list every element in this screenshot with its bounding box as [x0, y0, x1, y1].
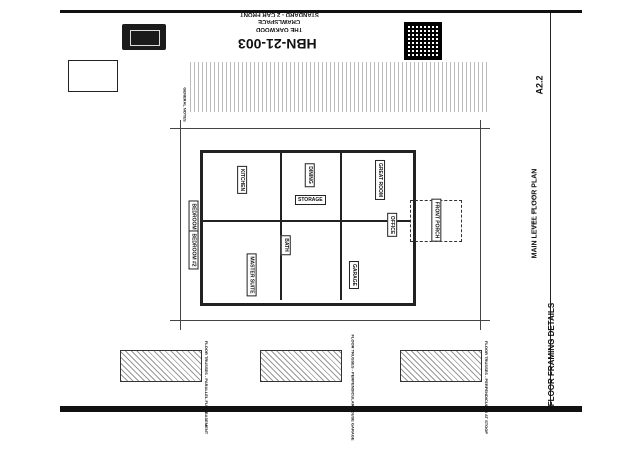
- sheet-bottom-border: [60, 406, 582, 412]
- framing-details: FLOOR TRUSSES - PARALLEL FULL BASEMENT F…: [100, 334, 500, 441]
- general-notes-heading: GENERAL NOTES: [182, 87, 188, 122]
- room-front-porch: FRONT PORCH: [431, 198, 442, 242]
- plan-code: HBN-21-003: [238, 36, 317, 52]
- qr-code: [404, 22, 442, 60]
- detail-2-title: FLOOR TRUSSES - PERPENDICULAR HOUSE GARA…: [350, 334, 356, 441]
- details-title: FLOOR FRAMING DETAILS: [547, 302, 557, 407]
- plan-name: THE OAKWOOD: [256, 26, 303, 32]
- room-kitchen: KITCHEN: [237, 165, 248, 195]
- room-dining: DINING: [304, 163, 315, 187]
- legend-box: [68, 60, 118, 92]
- sheet-scale: SCALE: 1/4" = 1'-0": [529, 195, 535, 230]
- room-master-suite: MASTER SUITE: [246, 253, 257, 297]
- detail-1-title: FLOOR TRUSSES - PARALLEL FULL BASEMENT: [204, 340, 210, 435]
- room-great-room: GREAT ROOM: [375, 159, 386, 201]
- room-bedroom2: BEDROOM #2: [188, 230, 199, 270]
- detail-3-title: FLOOR TRUSSES - PERPENDICULAR AT STOOP: [484, 340, 490, 435]
- company-logo: [122, 24, 166, 50]
- room-bath: BATH: [280, 235, 291, 255]
- foundation-type: CRAWLSPACE: [258, 18, 301, 24]
- drawing-sheet: HBN-21-003 THE OAKWOOD CRAWLSPACE STANDA…: [60, 10, 582, 441]
- room-garage: GARAGE: [348, 261, 359, 289]
- room-storage: STORAGE: [295, 195, 326, 205]
- room-office: OFFICE: [387, 212, 398, 238]
- sheet-number: A2.2: [534, 75, 545, 95]
- sheet-top-border: [60, 10, 582, 13]
- floor-plan: KITCHEN DINING GREAT ROOM BEDROOM #3 BED…: [170, 120, 490, 330]
- general-notes-text: [190, 62, 490, 112]
- elevation-type: STANDARD - 2 CAR FRONT: [240, 11, 319, 17]
